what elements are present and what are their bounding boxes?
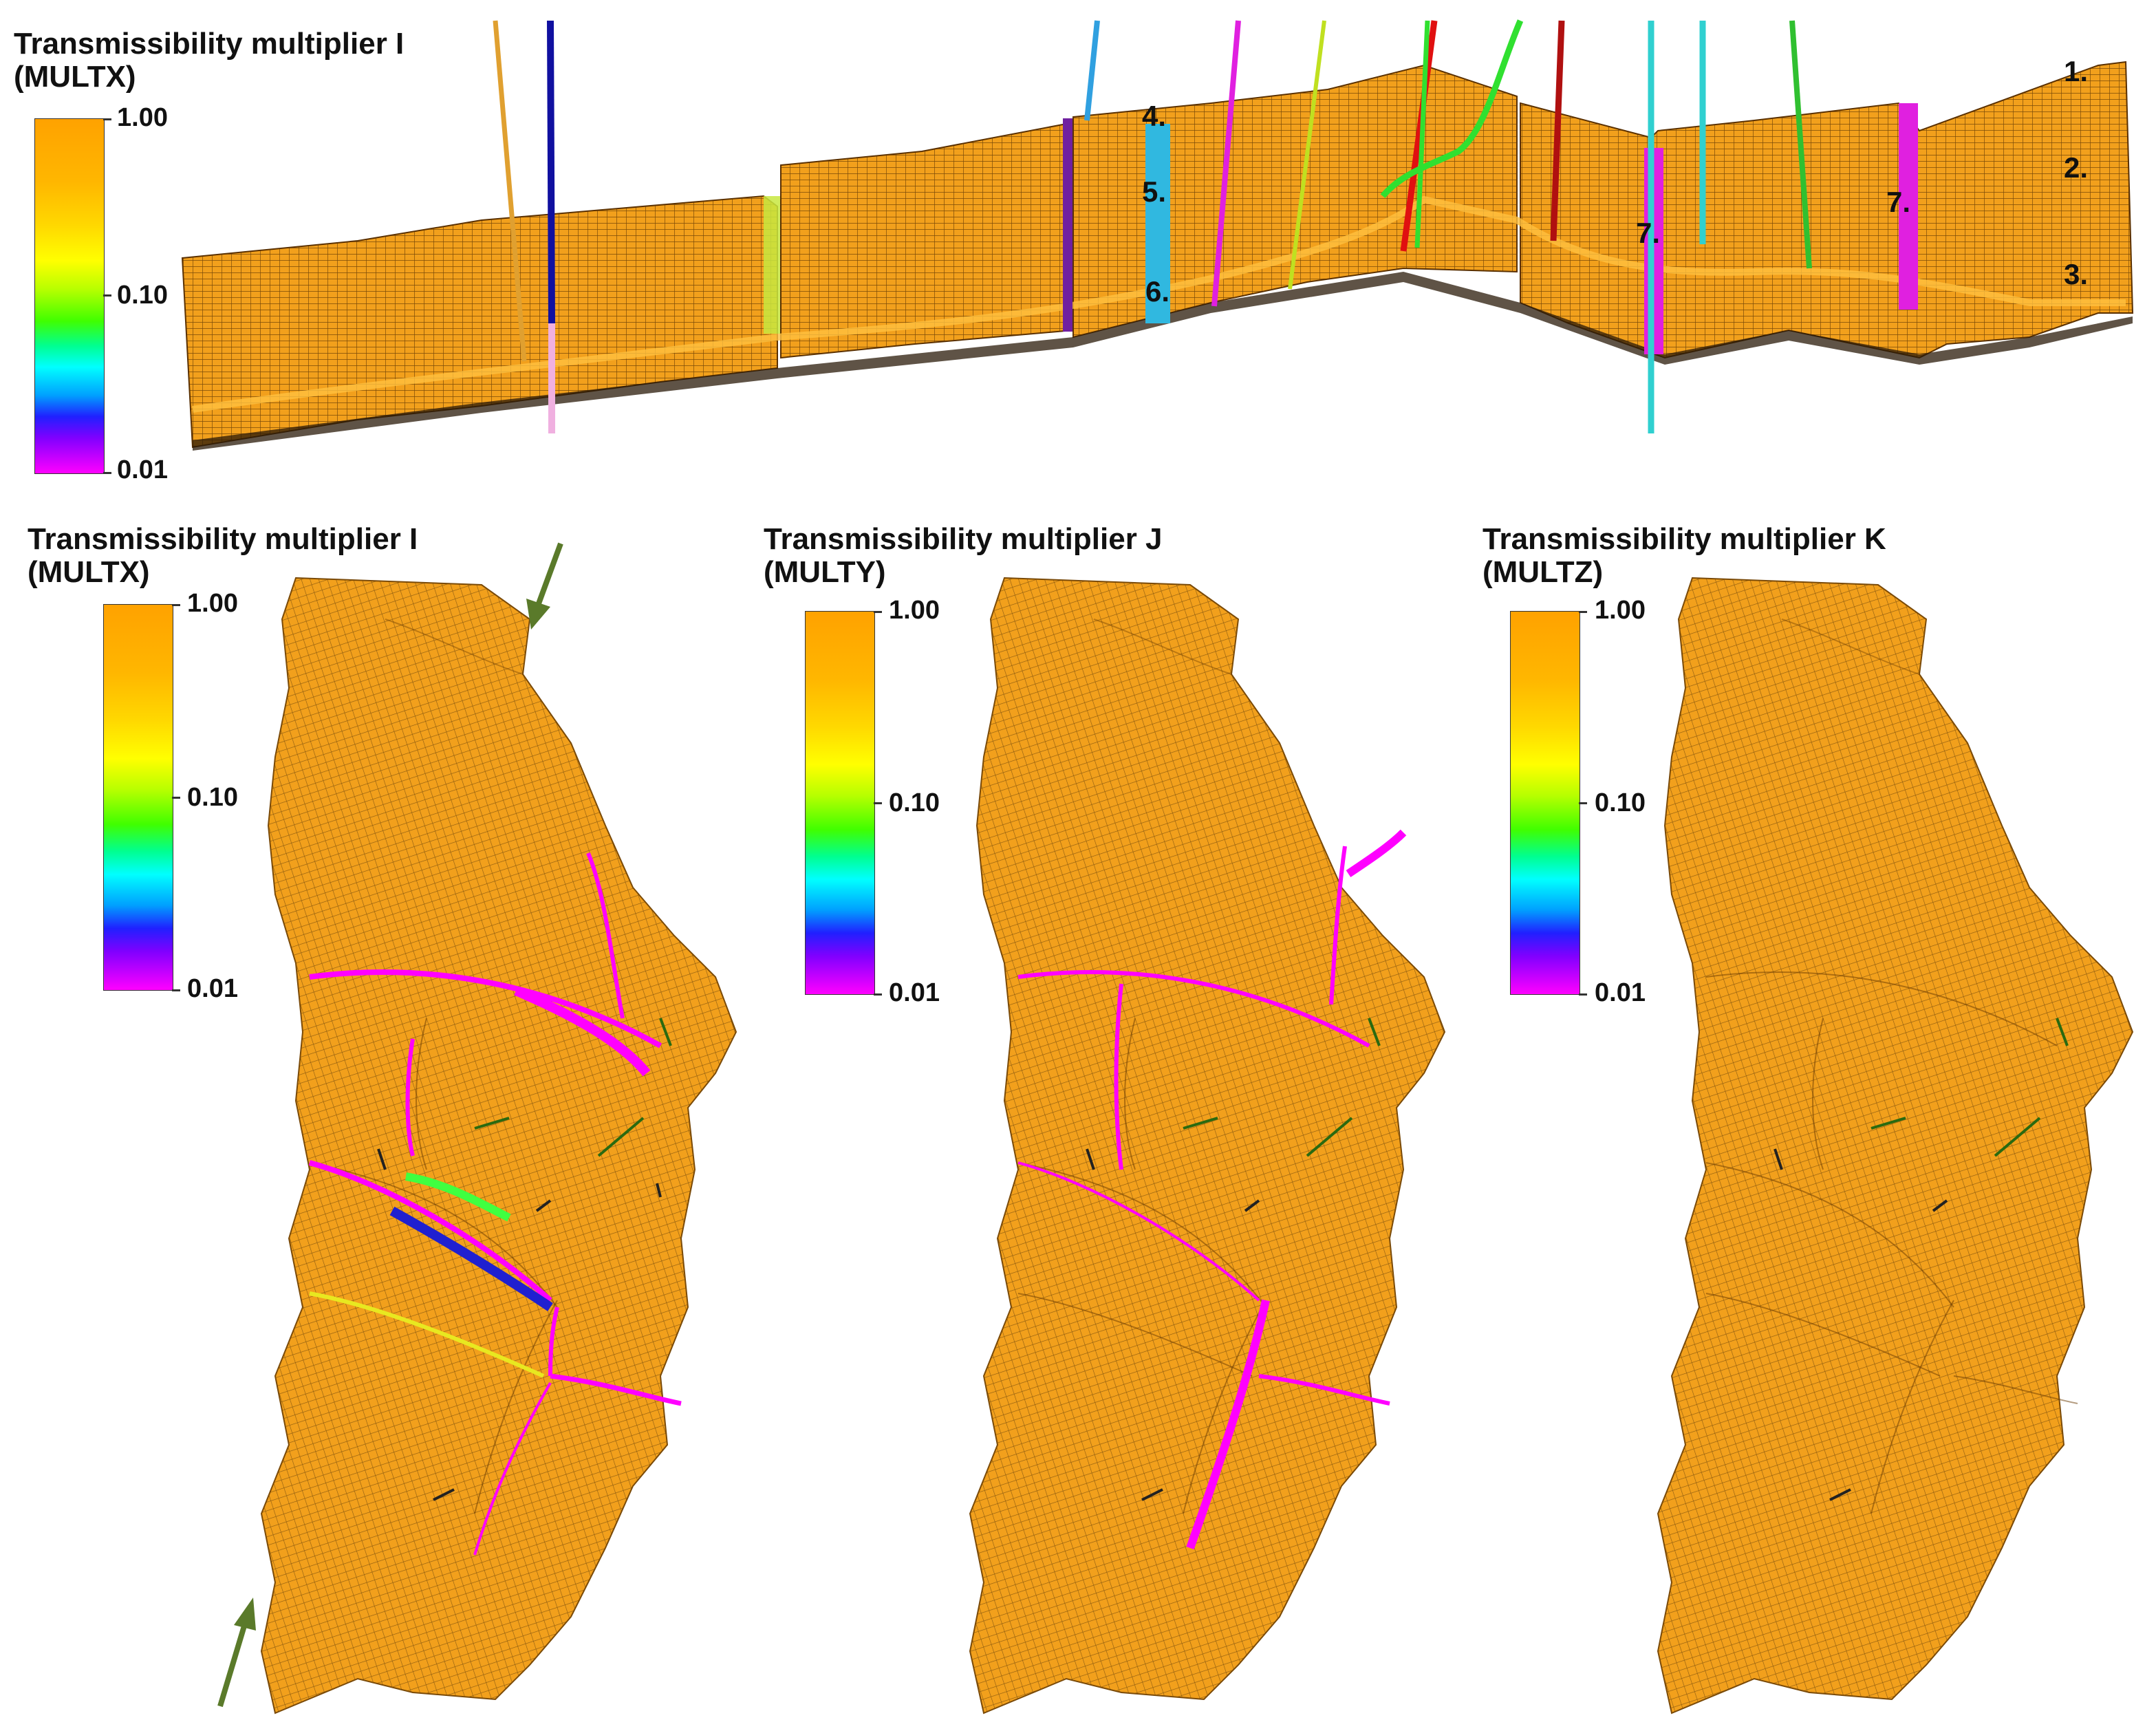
map2-colorbar bbox=[805, 611, 875, 995]
marker-6: 6. bbox=[1145, 275, 1170, 308]
map3-tick-max-mark bbox=[1579, 611, 1587, 613]
map2-tick-max-mark bbox=[874, 611, 882, 613]
top-colorbar bbox=[34, 118, 105, 474]
map3-title: Transmissibility multiplier K (MULTZ) bbox=[1483, 523, 1886, 589]
map3-tick-min-mark bbox=[1579, 993, 1587, 996]
top-tick-min: 0.01 bbox=[117, 455, 168, 484]
marker-4: 4. bbox=[1142, 100, 1167, 132]
cross-section-view bbox=[181, 19, 2134, 451]
marker-7a: 7. bbox=[1636, 217, 1661, 249]
marker-2: 2. bbox=[2064, 151, 2089, 184]
top-title-line2: (MULTX) bbox=[14, 60, 136, 94]
arrow-south bbox=[217, 1598, 256, 1708]
map-multz bbox=[1657, 577, 2133, 1714]
arrow-north bbox=[526, 542, 563, 630]
map-multx bbox=[261, 577, 737, 1714]
map3-tick-mid: 0.10 bbox=[1595, 788, 1646, 817]
map1-tick-max-mark bbox=[172, 604, 180, 606]
map3-tick-min: 0.01 bbox=[1595, 978, 1646, 1007]
map1-title: Transmissibility multiplier I (MULTX) bbox=[28, 523, 418, 589]
top-tick-mid: 0.10 bbox=[117, 281, 168, 310]
map1-tick-max: 1.00 bbox=[187, 589, 238, 618]
map3-title-line2: (MULTZ) bbox=[1483, 555, 1604, 589]
map2-tick-min: 0.01 bbox=[889, 978, 940, 1007]
top-tick-min-mark bbox=[103, 472, 111, 474]
top-tick-mid-mark bbox=[103, 294, 111, 297]
marker-3: 3. bbox=[2064, 258, 2089, 290]
map3-tick-max: 1.00 bbox=[1595, 596, 1646, 625]
marker-7b: 7. bbox=[1886, 186, 1911, 218]
map2-tick-min-mark bbox=[874, 993, 882, 996]
map1-tick-mid: 0.10 bbox=[187, 783, 238, 812]
top-title-line1: Transmissibility multiplier I bbox=[14, 27, 405, 61]
map2-tick-max: 1.00 bbox=[889, 596, 940, 625]
map2-tick-mid: 0.10 bbox=[889, 788, 940, 817]
marker-5: 5. bbox=[1142, 175, 1167, 208]
top-legend-title: Transmissibility multiplier I (MULTX) bbox=[14, 28, 404, 94]
map2-title-line2: (MULTY) bbox=[764, 555, 886, 589]
map1-tick-mid-mark bbox=[172, 797, 180, 799]
top-tick-max-mark bbox=[103, 118, 111, 120]
map2-title-line1: Transmissibility multiplier J bbox=[764, 522, 1163, 556]
map1-tick-min: 0.01 bbox=[187, 974, 238, 1003]
map3-title-line1: Transmissibility multiplier K bbox=[1483, 522, 1886, 556]
top-tick-max: 1.00 bbox=[117, 103, 168, 132]
map2-tick-mid-mark bbox=[874, 802, 882, 804]
map1-tick-min-mark bbox=[172, 989, 180, 991]
map1-title-line2: (MULTX) bbox=[28, 555, 150, 589]
map1-colorbar bbox=[103, 604, 173, 991]
map1-title-line1: Transmissibility multiplier I bbox=[28, 522, 418, 556]
map-multy bbox=[969, 577, 1445, 1714]
map3-tick-mid-mark bbox=[1579, 802, 1587, 804]
marker-1: 1. bbox=[2064, 55, 2089, 87]
map2-title: Transmissibility multiplier J (MULTY) bbox=[764, 523, 1163, 589]
map3-colorbar bbox=[1510, 611, 1580, 995]
